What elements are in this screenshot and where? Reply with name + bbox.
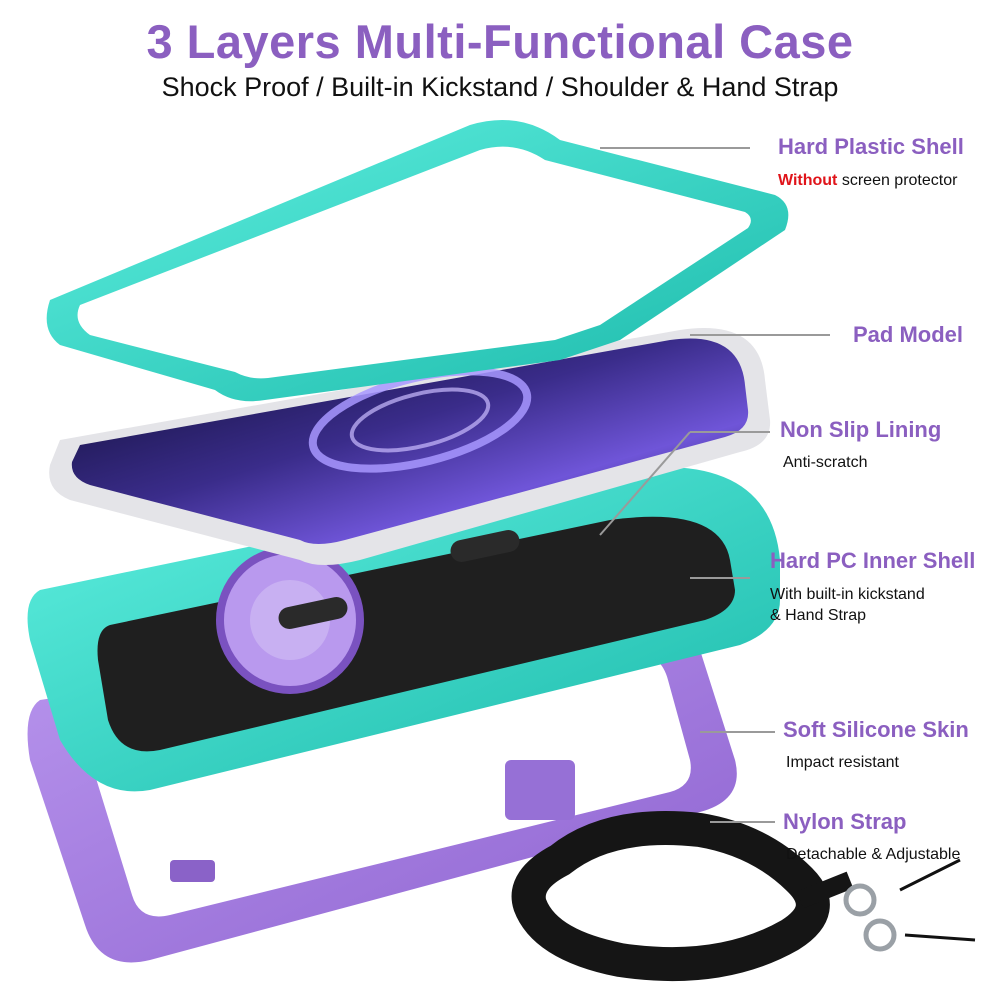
plastic-shell-layer bbox=[46, 120, 789, 402]
nylon-strap bbox=[511, 811, 976, 982]
callout-nylon-strap-desc: Detachable & Adjustable bbox=[786, 846, 961, 863]
page-title: 3 Layers Multi-Functional Case bbox=[146, 15, 854, 68]
callout-hard-pc-inner-shell: Hard PC Inner Shell bbox=[770, 548, 976, 573]
pad-model-layer bbox=[49, 328, 771, 565]
callout-nylon-strap: Nylon Strap bbox=[783, 809, 907, 834]
without-highlight: Without bbox=[778, 172, 838, 189]
callout-soft-silicone-skin: Soft Silicone Skin bbox=[783, 717, 969, 742]
page-subtitle: Shock Proof / Built-in Kickstand / Shoul… bbox=[161, 72, 839, 102]
callout-non-slip-lining-desc: Anti-scratch bbox=[783, 454, 868, 471]
callout-hard-plastic-shell-desc: Without screen protector bbox=[778, 170, 957, 191]
callout-lines bbox=[599, 147, 830, 823]
callout-hard-pc-inner-shell-desc-1: With built-in kickstand bbox=[770, 586, 925, 603]
callout-pad-model: Pad Model bbox=[853, 322, 964, 347]
callout-non-slip-lining: Non Slip Lining bbox=[780, 417, 942, 442]
callout-hard-pc-inner-shell-desc-2: & Hand Strap bbox=[770, 607, 867, 624]
callout-hard-plastic-shell: Hard Plastic Shell bbox=[778, 134, 964, 159]
callout-hard-plastic-shell-desc-text: screen protector bbox=[837, 172, 958, 189]
callout-soft-silicone-skin-desc: Impact resistant bbox=[786, 754, 899, 771]
inner-shell-layer bbox=[27, 466, 781, 792]
